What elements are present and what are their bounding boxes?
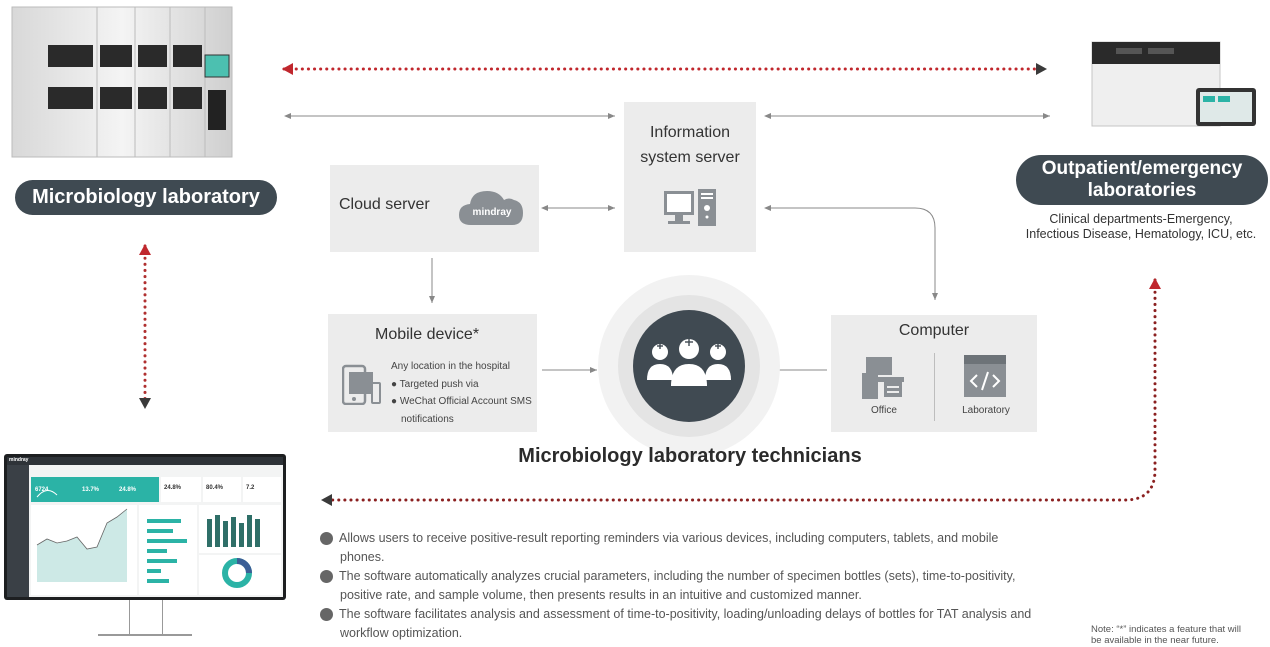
cloud-server-label: Cloud server [339, 196, 430, 213]
technicians-label: Microbiology laboratory technicians [518, 445, 862, 467]
feature-list: 1 Allows users to receive positive-result… [314, 529, 1032, 643]
monitor-frame: mindray 6724 13.7% 24.8% 24.8% 80.4% 7.2 [4, 454, 286, 600]
outpatient-sub-line1: Clinical departments-Emergency, [1049, 212, 1233, 226]
mobile-bullet2b: notifications [401, 413, 454, 425]
feature-text-1: Allows users to receive positive-result … [339, 531, 999, 564]
monitor-stand [129, 600, 163, 634]
feature-text-2: The software automatically analyzes cruc… [339, 569, 1016, 602]
sync-arrow-right [320, 278, 1161, 506]
outpatient-analyzer-image [1088, 28, 1260, 128]
feature-number-2: 2 [314, 570, 333, 583]
footnote-line1: Note: “*” indicates a feature that will [1091, 624, 1241, 635]
outpatient-lab-line1: Outpatient/emergency [1041, 158, 1243, 179]
technicians-circle [598, 275, 780, 457]
dashboard-metric4: 24.8% [164, 485, 182, 491]
technicians-group-icon [647, 338, 731, 386]
dashboard-metric1: 6724 [35, 487, 49, 493]
information-system-server-box: Information system server [624, 102, 756, 252]
feature-number-1: 1 [314, 532, 333, 545]
dashboard-brand: mindray [9, 457, 29, 463]
dashboard-metric2: 13.7% [82, 487, 100, 493]
footnote-line2: be available in the near future. [1091, 635, 1219, 646]
outpatient-lab-description: Clinical departments-Emergency, Infectio… [1010, 212, 1270, 242]
computer-title: Computer [898, 322, 970, 339]
feature-item-1: 1 Allows users to receive positive-result… [314, 529, 1032, 567]
dashboard-metric3: 24.8% [119, 487, 137, 493]
dashboard-metric6: 7.2 [246, 485, 255, 491]
outpatient-lab-line2: laboratories [1087, 180, 1197, 201]
mobile-bullet2: WeChat Official Account SMS [399, 396, 532, 407]
computer-laboratory-label: Laboratory [962, 405, 1010, 416]
mobile-phone-tablet-icon [342, 364, 381, 405]
cloud-server-box: Cloud server mindray [330, 165, 539, 252]
info-server-line1: Information [649, 124, 731, 141]
microbiology-lab-label: Microbiology laboratory [15, 180, 277, 215]
feature-item-3: 3 The software facilitates analysis and a… [314, 605, 1032, 643]
outpatient-sub-line2: Infectious Disease, Hematology, ICU, etc… [1025, 227, 1257, 241]
dashboard-monitor: mindray 6724 13.7% 24.8% 24.8% 80.4% 7.2 [4, 454, 286, 637]
computer-box: Computer Office Laboratory [831, 315, 1037, 432]
mindray-logo: mindray [472, 207, 512, 218]
mobile-device-title: Mobile device* [375, 326, 480, 343]
feature-text-3: The software facilitates analysis and as… [339, 607, 1032, 640]
info-server-line2: system server [640, 149, 740, 166]
feature-item-2: 2 The software automatically analyzes cru… [314, 567, 1032, 605]
microbiology-lab-text: Microbiology laboratory [32, 186, 260, 208]
outpatient-lab-label: Outpatient/emergency laboratories [1016, 155, 1268, 205]
footnote: Note: “*” indicates a feature that will … [1091, 624, 1241, 646]
mobile-device-box: Mobile device* Any location in the hospi… [328, 314, 537, 432]
mobile-bullet1: Targeted push via [399, 378, 479, 390]
feature-number-3: 3 [314, 608, 333, 621]
mobile-line1: Any location in the hospital [391, 361, 510, 372]
computer-office-label: Office [871, 405, 897, 416]
server-computer-icon [664, 189, 716, 226]
laboratory-code-icon [964, 355, 1006, 397]
microbiology-analyzer-image [10, 5, 235, 160]
monitor-base [98, 634, 192, 636]
office-desk-icon [862, 357, 904, 399]
dashboard-metric5: 80.4% [206, 485, 224, 491]
cloud-icon [459, 191, 523, 225]
monitor-screen: mindray 6724 13.7% 24.8% 24.8% 80.4% 7.2 [7, 457, 283, 597]
